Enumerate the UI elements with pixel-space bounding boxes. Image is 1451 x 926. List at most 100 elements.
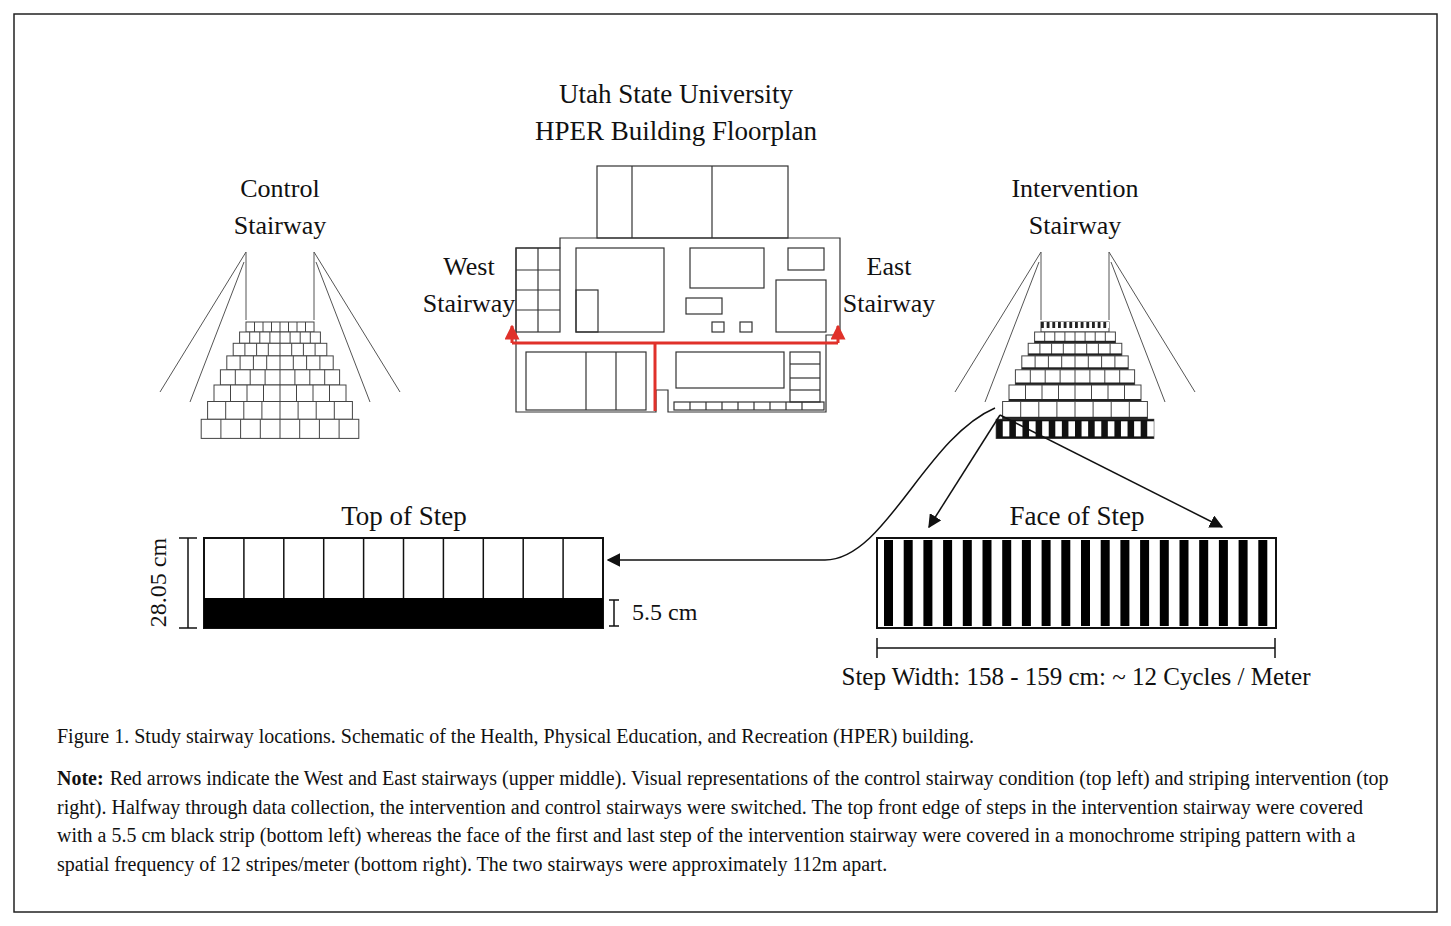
- stroke: [1199, 540, 1208, 626]
- stroke: [1029, 421, 1036, 436]
- stroke: [996, 419, 1154, 438]
- stroke: [280, 370, 281, 385]
- stroke: [1002, 540, 1011, 626]
- stroke: [1258, 540, 1267, 626]
- panel-heading: Control Stairway: [215, 170, 345, 244]
- stroke: [1239, 540, 1248, 626]
- stroke: [249, 332, 250, 343]
- stroke: [1042, 421, 1049, 436]
- stroke: [220, 419, 221, 438]
- stroke: [1108, 421, 1115, 436]
- stroke: [306, 356, 307, 370]
- step-top-drawing: [204, 538, 603, 628]
- stroke: [290, 332, 291, 343]
- stroke: [1111, 402, 1112, 420]
- stroke: [1015, 370, 1134, 385]
- stroke: [1160, 540, 1169, 626]
- stroke: [904, 540, 913, 626]
- route-arrows: [512, 326, 838, 411]
- stroke: [235, 370, 236, 385]
- stroke: [319, 419, 320, 438]
- stroke: [324, 370, 325, 385]
- stroke: [309, 370, 310, 385]
- stroke: [1075, 402, 1076, 420]
- stroke: [214, 385, 346, 402]
- stroke: [884, 540, 893, 626]
- stroke: [288, 322, 289, 332]
- panel-heading: Face of Step: [977, 498, 1177, 535]
- stroke: [339, 419, 340, 438]
- stroke: [315, 343, 316, 356]
- stroke: [1180, 540, 1189, 626]
- stroke: [1129, 402, 1130, 420]
- stroke: [1003, 421, 1010, 436]
- diagram-title: Utah State University HPER Building Floo…: [528, 76, 824, 150]
- stroke: [260, 419, 261, 438]
- stroke: [1028, 343, 1122, 356]
- figure-caption: Figure 1. Study stairway locations. Sche…: [57, 722, 1397, 750]
- stroke: [1044, 322, 1047, 328]
- stroke: [269, 332, 270, 343]
- stroke: [310, 332, 311, 343]
- stroke: [1147, 421, 1154, 436]
- stroke: [1020, 402, 1021, 420]
- stroke: [208, 402, 353, 420]
- stroke: [1120, 540, 1129, 626]
- figure-frame: [14, 14, 1437, 912]
- stairway-label: East Stairway: [834, 248, 944, 322]
- stroke: [1121, 421, 1128, 436]
- stroke: [1095, 421, 1102, 436]
- stroke: [240, 419, 241, 438]
- stroke: [983, 540, 992, 626]
- stroke: [1089, 322, 1092, 328]
- stroke: [271, 322, 272, 332]
- stroke: [225, 402, 226, 420]
- stroke: [1081, 540, 1090, 626]
- stroke: [243, 402, 244, 420]
- stroke: [220, 370, 339, 385]
- stroke: [1042, 540, 1051, 626]
- stroke: [305, 322, 306, 332]
- stroke: [283, 538, 285, 598]
- stroke: [1035, 332, 1116, 343]
- stair-rails: [160, 252, 1195, 402]
- stroke: [280, 402, 281, 420]
- stroke: [963, 540, 972, 626]
- stroke: [280, 343, 281, 356]
- stroke: [280, 356, 281, 370]
- connector-arrow: [608, 408, 995, 560]
- stroke: [303, 343, 304, 356]
- stroke: [261, 402, 262, 420]
- stroke: [246, 322, 314, 332]
- floorplan: [516, 166, 840, 412]
- stroke: [1093, 402, 1094, 420]
- stroke: [1022, 540, 1031, 626]
- stroke: [296, 385, 297, 402]
- stroke: [996, 419, 1154, 438]
- stroke: [291, 343, 292, 356]
- stroke: [247, 385, 248, 402]
- stroke: [323, 538, 325, 598]
- step-panel: Face of Step: [877, 498, 1277, 629]
- panel-heading: Top of Step: [304, 498, 504, 535]
- stroke: [263, 385, 264, 402]
- stroke: [240, 356, 241, 370]
- stroke: [230, 385, 231, 402]
- stroke: [319, 356, 320, 370]
- stroke: [1082, 421, 1089, 436]
- stroke: [1219, 540, 1228, 626]
- stroke: [329, 385, 330, 402]
- stroke: [1041, 322, 1109, 328]
- note-text: Red arrows indicate the West and East st…: [57, 767, 1389, 875]
- dimension-label: 5.5 cm: [632, 594, 722, 631]
- stroke: [266, 356, 267, 370]
- stroke: [1055, 421, 1062, 436]
- stroke: [298, 402, 299, 420]
- stroke: [1072, 322, 1075, 328]
- stroke: [1022, 356, 1128, 370]
- stroke: [562, 538, 564, 598]
- stroke: [1061, 322, 1064, 328]
- stroke: [334, 402, 335, 420]
- stroke: [227, 356, 333, 370]
- step-face-drawing: [877, 538, 1276, 628]
